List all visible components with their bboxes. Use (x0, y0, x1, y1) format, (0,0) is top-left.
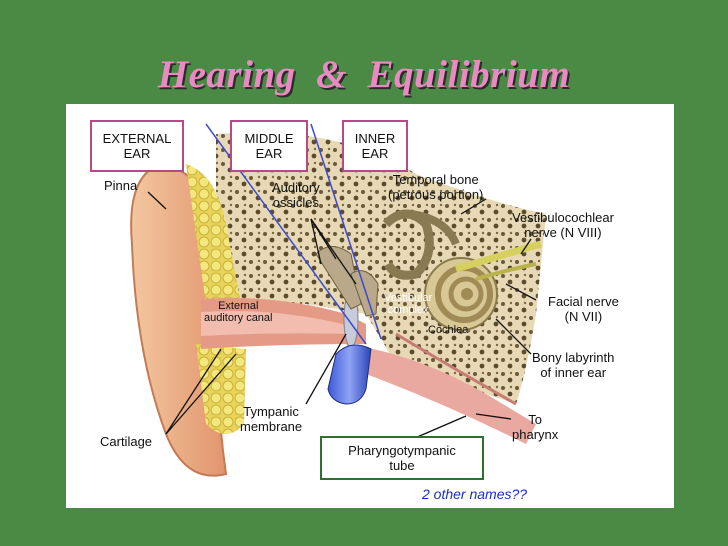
inner-ear-label-line2: EAR (361, 146, 389, 161)
pharyngotympanic-label-line2: tube (389, 458, 415, 473)
pharyngotympanic-label-line1: Pharyngotympanic (348, 443, 456, 458)
middle-ear-label-line1: MIDDLE (244, 131, 294, 146)
tympanic-membrane-label: Tympanic membrane (240, 404, 303, 434)
external-ear-box: EXTERNAL EAR (90, 120, 184, 172)
inner-ear-box: INNER EAR (342, 120, 408, 172)
cochlea-label: Cochlea (428, 324, 469, 336)
pharyngotympanic-tube-box: Pharyngotympanic tube (320, 436, 484, 480)
cartilage-label: Cartilage (100, 434, 153, 449)
middle-ear-box: MIDDLE EAR (230, 120, 308, 172)
to-pharynx-label: To pharynx (512, 412, 559, 442)
external-ear-label-line2: EAR (123, 146, 151, 161)
ear-diagram-panel: EXTERNAL EAR MIDDLE EAR INNER EAR Pinna … (66, 104, 674, 508)
slide-title: Hearing & Equilibrium (157, 53, 571, 96)
vestibular-complex-label: Vestibular complex (384, 292, 433, 316)
facial-nerve-label: Facial nerve (N VII) (548, 294, 619, 324)
temporal-bone-label: Temporal bone (petrous portion) (388, 172, 484, 202)
external-ear-label-line1: EXTERNAL (102, 131, 172, 146)
external-auditory-canal-label: External auditory canal (204, 300, 273, 324)
middle-ear-label-line2: EAR (255, 146, 283, 161)
ear-anatomy-illustration (130, 123, 546, 477)
auditory-ossicles-label: Auditory ossicles (272, 180, 320, 210)
pinna-label: Pinna (104, 178, 138, 193)
bony-labyrinth-label: Bony labyrinth of inner ear (532, 350, 615, 380)
other-names-question: 2 other names?? (422, 486, 528, 502)
vestibulocochlear-label: Vestibulocochlear nerve (N VIII) (512, 210, 614, 240)
inner-ear-label-line1: INNER (354, 131, 396, 146)
